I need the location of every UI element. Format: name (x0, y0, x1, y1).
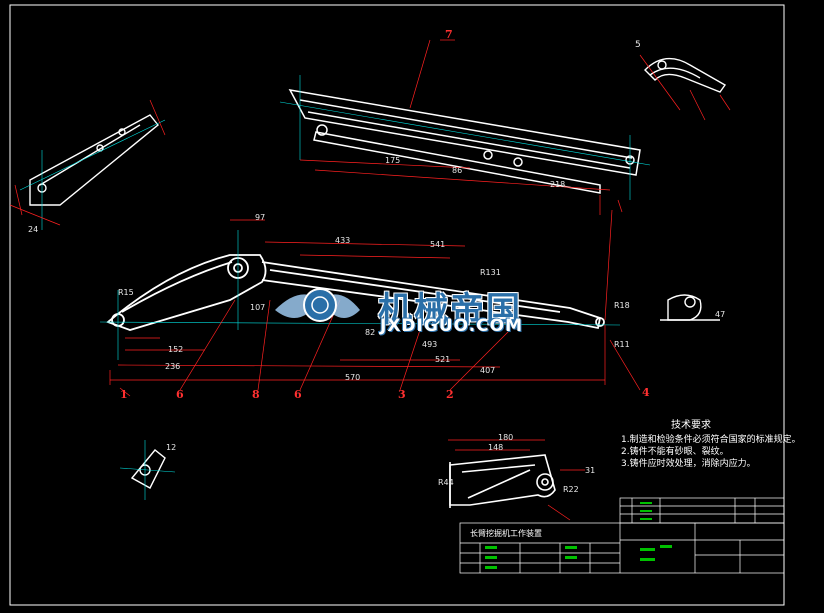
callout-6b: 6 (294, 388, 302, 401)
callout-1: 1 (120, 388, 128, 401)
dim-521: 521 (435, 355, 451, 364)
notes-title: 技术要求 (671, 420, 711, 431)
bottom-bracket (449, 454, 556, 508)
dim-107: 107 (250, 303, 266, 312)
notes-item-1: 1.制造和检验条件必须符合国家的标准规定。 (621, 435, 801, 445)
dim-493: 493 (422, 340, 438, 349)
dim-180: 180 (498, 433, 514, 442)
dim-433: 433 (335, 236, 351, 245)
dim-218: 218 (550, 180, 566, 189)
callout-8: 8 (252, 388, 260, 401)
main-boom (106, 254, 605, 331)
dim-r18: R18 (614, 301, 630, 310)
technical-requirements: 技术要求 1.制造和检验条件必须符合国家的标准规定。 2.铸件不能有砂眼、裂纹。… (621, 420, 801, 470)
title-block-table (459, 522, 785, 574)
notes-item-3: 3.铸件应时效处理，消除内应力。 (621, 459, 756, 469)
dim-r131: R131 (480, 268, 501, 277)
callout-7: 7 (445, 28, 453, 41)
bottom-left-centerlines (119, 440, 176, 500)
dim-570: 570 (345, 373, 361, 382)
dim-97: 97 (255, 213, 266, 222)
title-block-fill (485, 502, 672, 569)
callout-5: 5 (635, 40, 641, 50)
dim-12: 12 (166, 443, 177, 452)
dim-175: 175 (385, 156, 401, 165)
right-small-part (660, 294, 720, 321)
dim-24: 24 (28, 225, 39, 234)
top-right-dimensions (639, 54, 731, 121)
main-boom-dimensions (109, 209, 641, 397)
top-right-link (644, 57, 727, 93)
main-boom-centerlines (99, 230, 621, 360)
drawing-frame (9, 4, 785, 606)
dim-31: 31 (585, 466, 596, 475)
dim-r22: R22 (563, 485, 579, 494)
top-left-bracket (29, 114, 159, 206)
top-arm-centerlines (279, 75, 651, 200)
dim-541: 541 (430, 240, 446, 249)
top-left-centerlines (19, 119, 166, 230)
callout-6a: 6 (176, 388, 184, 401)
dim-r15: R15 (118, 288, 134, 297)
dim-47: 47 (715, 310, 726, 319)
bottom-bracket-dimensions (448, 439, 585, 521)
dim-148: 148 (488, 443, 504, 452)
dim-407: 407 (480, 366, 496, 375)
dim-152: 152 (168, 345, 184, 354)
notes-item-2: 2.铸件不能有砂眼、裂纹。 (621, 447, 729, 457)
dim-r11: R11 (614, 340, 630, 349)
callout-2: 2 (446, 388, 454, 401)
drawing-title: 长臂挖掘机工作装置 (470, 529, 542, 538)
watermark-emblem (275, 288, 360, 322)
dim-236: 236 (165, 362, 181, 371)
callout-3: 3 (398, 388, 406, 401)
dim-86: 86 (452, 166, 463, 175)
dim-r44: R44 (438, 478, 454, 487)
watermark-url: JXDIGUO.COM (380, 316, 524, 336)
top-left-dimensions (9, 99, 166, 226)
watermark-brand: 机械帝国 (378, 290, 522, 330)
dim-82: 82 (365, 328, 376, 337)
top-arm-view (288, 89, 641, 194)
top-arm-dimensions (299, 39, 623, 215)
callout-4: 4 (642, 386, 650, 399)
